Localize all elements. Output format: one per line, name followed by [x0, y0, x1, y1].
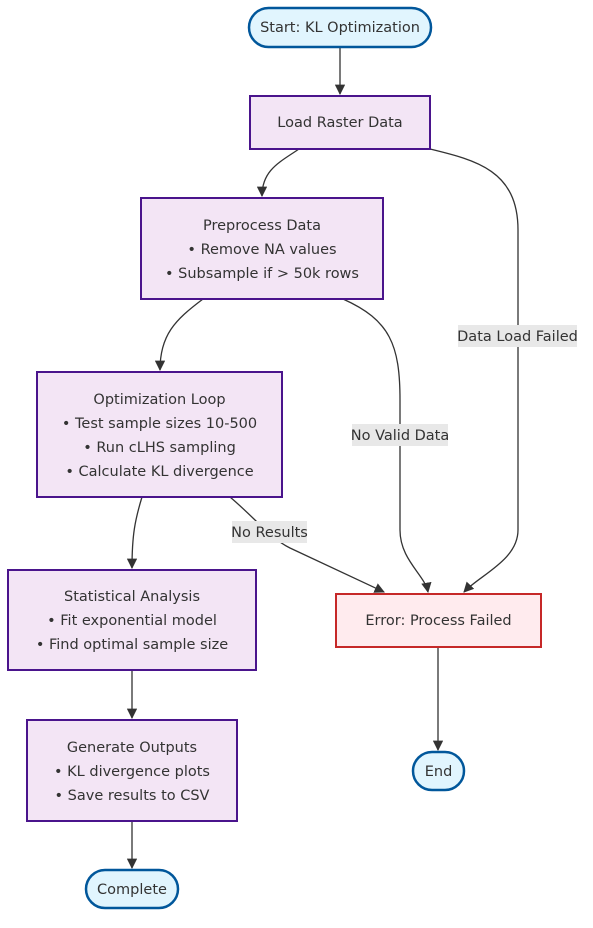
node-generate-outputs: Generate Outputs • KL divergence plots •… — [26, 719, 238, 822]
edge-label-no-results: No Results — [231, 521, 308, 543]
node-preprocess-title: Preprocess Data — [203, 218, 321, 234]
node-analysis-title: Statistical Analysis — [64, 589, 200, 605]
node-optimization-loop: Optimization Loop • Test sample sizes 10… — [36, 371, 283, 498]
node-optimize-bullet: • Test sample sizes 10-500 — [62, 416, 257, 432]
node-outputs-title: Generate Outputs — [67, 740, 197, 756]
edge-label-data-load-failed: Data Load Failed — [457, 325, 578, 347]
edge-label-text: No Results — [231, 525, 308, 541]
node-end-label: End — [425, 764, 453, 780]
node-outputs-bullet: • Save results to CSV — [55, 788, 210, 804]
node-analysis-bullet: • Fit exponential model — [47, 613, 217, 629]
node-optimize-bullet: • Run cLHS sampling — [83, 440, 236, 456]
edge-preprocess-to-optimize — [154, 298, 204, 372]
node-complete-label: Complete — [97, 882, 167, 898]
node-end: End — [411, 750, 466, 792]
node-outputs-bullet: • KL divergence plots — [54, 764, 210, 780]
node-complete: Complete — [84, 868, 180, 910]
edge-label-no-valid-data: No Valid Data — [351, 424, 450, 446]
node-preprocess-bullet: • Remove NA values — [187, 242, 336, 258]
node-start: Start: KL Optimization — [247, 6, 433, 49]
nodes: Start: KL Optimization Load Raster Data … — [7, 6, 542, 910]
node-error-label: Error: Process Failed — [365, 613, 511, 629]
node-preprocess-data: Preprocess Data • Remove NA values • Sub… — [140, 197, 384, 300]
edge-load-to-error — [429, 148, 519, 593]
node-analysis-bullet: • Find optimal sample size — [36, 637, 228, 653]
node-statistical-analysis: Statistical Analysis • Fit exponential m… — [7, 569, 257, 671]
edge-optimize-to-analysis — [126, 496, 143, 570]
edge-label-text: Data Load Failed — [457, 329, 578, 345]
node-load-raster-data: Load Raster Data — [249, 95, 431, 150]
node-start-label: Start: KL Optimization — [260, 20, 420, 36]
edge-labels: Data Load Failed No Valid Data No Result… — [231, 325, 578, 543]
edge-preprocess-to-error — [342, 298, 432, 594]
node-preprocess-bullet: • Subsample if > 50k rows — [165, 266, 359, 282]
edge-load-to-preprocess — [256, 148, 300, 198]
node-optimize-title: Optimization Loop — [93, 392, 225, 408]
node-error: Error: Process Failed — [335, 593, 542, 648]
node-optimize-bullet: • Calculate KL divergence — [65, 464, 253, 480]
node-load-label: Load Raster Data — [277, 115, 402, 131]
edge-label-text: No Valid Data — [351, 428, 450, 444]
